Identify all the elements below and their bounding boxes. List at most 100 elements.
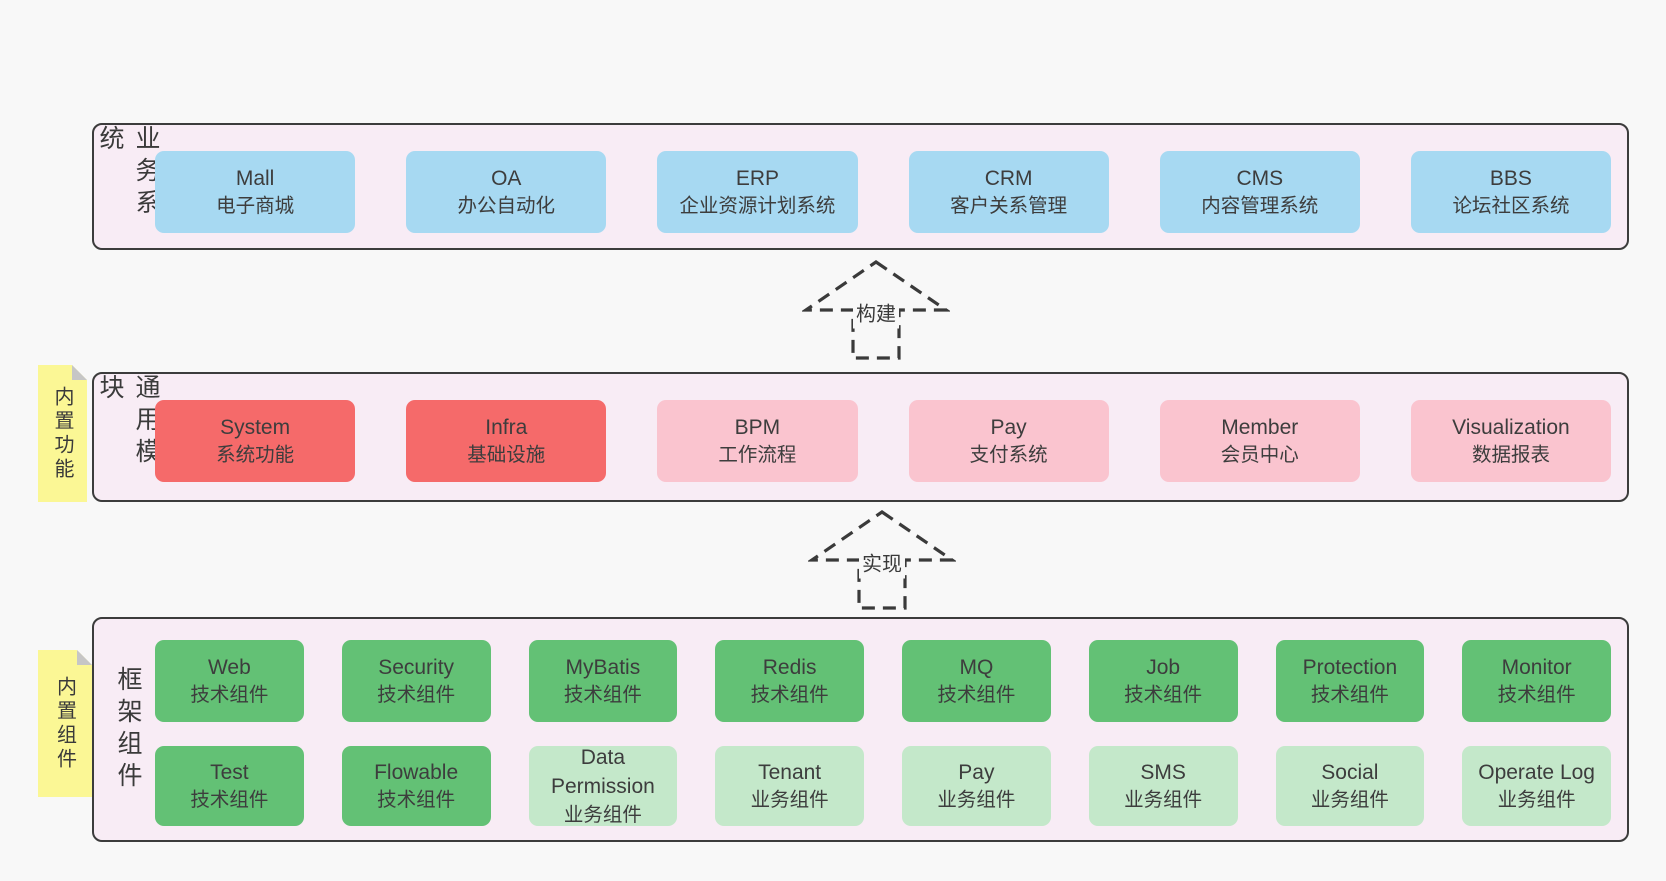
box-title: Social: [1321, 760, 1379, 784]
layer-label-business-systems: 业务系统: [96, 125, 160, 221]
box-protection: Protection 技术组件: [1275, 640, 1425, 722]
box-subtitle: 论坛社区系统: [1452, 195, 1570, 218]
box-subtitle: 系统功能: [216, 444, 295, 467]
box-subtitle: 电子商城: [216, 195, 295, 218]
box-subtitle: 会员中心: [1220, 444, 1299, 467]
layer-label-common-modules: 通用模块: [96, 374, 160, 470]
box-subtitle: 技术组件: [1497, 684, 1576, 707]
sticky-built-in-features: 内置功能: [38, 365, 87, 502]
arrow-build-label: 构建: [853, 295, 899, 329]
box-title: MQ: [959, 655, 994, 679]
box-cms: CMS 内容管理系统: [1159, 151, 1360, 233]
box-subtitle: 业务组件: [1310, 789, 1389, 812]
box-title: Monitor: [1501, 655, 1572, 679]
box-subtitle: 业务组件: [1497, 789, 1576, 812]
arrow-build: 构建: [802, 258, 950, 362]
box-title: Redis: [762, 655, 817, 679]
box-subtitle: 业务组件: [563, 803, 642, 826]
box-subtitle: 支付系统: [969, 444, 1048, 467]
box-subtitle: 技术组件: [1310, 684, 1389, 707]
box-pay: Pay 业务组件: [902, 746, 1051, 826]
box-job: Job 技术组件: [1088, 640, 1238, 722]
box-security: Security 技术组件: [341, 640, 491, 722]
box-title: Tenant: [758, 760, 822, 784]
sticky-fold-icon: [72, 365, 87, 380]
box-title: CRM: [984, 166, 1033, 190]
box-title: BPM: [734, 415, 781, 439]
sticky-built-in-features-label: 内置功能: [51, 385, 73, 482]
box-mybatis: MyBatis 技术组件: [528, 640, 678, 722]
arrow-implement-label: 实现: [859, 545, 905, 579]
box-subtitle: 企业资源计划系统: [679, 195, 836, 218]
box-subtitle: 技术组件: [563, 684, 642, 707]
sticky-fold-icon: [77, 650, 92, 665]
box-title: Infra: [485, 415, 528, 439]
box-subtitle: 技术组件: [377, 789, 456, 812]
sticky-built-in-components: 内置组件: [38, 650, 92, 797]
sticky-built-in-components-label: 内置组件: [53, 675, 76, 772]
box-subtitle: 办公自动化: [457, 195, 556, 218]
box-title: ERP: [735, 166, 780, 190]
layer-common-modules: 通用模块 System 系统功能 Infra 基础设施 BPM 工作流程 Pay 支付系统 Me…: [92, 372, 1629, 502]
box-monitor: Monitor 技术组件: [1462, 640, 1611, 722]
box-subtitle: 技术组件: [1124, 684, 1203, 707]
dashed-up-arrow-icon: [808, 510, 956, 610]
box-title: Member: [1221, 415, 1299, 439]
box-infra: Infra 基础设施: [406, 400, 607, 482]
box-subtitle: 技术组件: [190, 684, 269, 707]
box-subtitle: 工作流程: [718, 444, 797, 467]
box-subtitle: 内容管理系统: [1201, 195, 1319, 218]
box-data-permission: Data Permission 业务组件: [528, 745, 678, 826]
box-title: Data Permission: [550, 745, 655, 799]
box-title: CMS: [1236, 166, 1284, 190]
dashed-up-arrow-icon: [802, 260, 950, 360]
box-subtitle: 业务组件: [750, 789, 829, 812]
box-test: Test 技术组件: [155, 746, 304, 826]
box-title: Operate Log: [1478, 760, 1595, 784]
box-title: Flowable: [374, 760, 459, 784]
box-tenant: Tenant 业务组件: [715, 746, 864, 826]
box-pay: Pay 支付系统: [908, 400, 1109, 482]
box-title: Pay: [958, 760, 995, 784]
layer-label-framework-components: 框架组件: [114, 665, 142, 794]
box-subtitle: 技术组件: [190, 789, 269, 812]
box-crm: CRM 客户关系管理: [908, 151, 1109, 233]
box-title: Job: [1146, 655, 1181, 679]
box-operate-log: Operate Log 业务组件: [1462, 746, 1611, 826]
box-social: Social 业务组件: [1275, 746, 1425, 826]
box-title: Security: [378, 655, 455, 679]
box-redis: Redis 技术组件: [715, 640, 864, 722]
box-subtitle: 业务组件: [937, 789, 1016, 812]
box-web: Web 技术组件: [155, 640, 304, 722]
box-title: MyBatis: [565, 655, 641, 679]
box-title: Protection: [1302, 655, 1398, 679]
box-flowable: Flowable 技术组件: [341, 746, 491, 826]
box-subtitle: 技术组件: [377, 684, 456, 707]
box-title: System: [220, 415, 291, 439]
box-title: Test: [210, 760, 249, 784]
box-subtitle: 客户关系管理: [950, 195, 1068, 218]
box-member: Member 会员中心: [1159, 400, 1360, 482]
arrow-implement: 实现: [808, 508, 956, 612]
box-subtitle: 业务组件: [1124, 789, 1203, 812]
box-subtitle: 技术组件: [937, 684, 1016, 707]
box-title: Pay: [990, 415, 1027, 439]
box-title: Visualization: [1452, 415, 1570, 439]
box-visualization: Visualization 数据报表: [1410, 400, 1612, 482]
box-subtitle: 基础设施: [467, 444, 546, 467]
box-title: BBS: [1489, 166, 1532, 190]
box-title: Web: [207, 655, 251, 679]
box-erp: ERP 企业资源计划系统: [657, 151, 858, 233]
box-title: OA: [491, 166, 522, 190]
box-subtitle: 数据报表: [1471, 444, 1550, 467]
box-bpm: BPM 工作流程: [657, 400, 858, 482]
box-system: System 系统功能: [155, 400, 356, 482]
common-modules-boxes: System 系统功能 Infra 基础设施 BPM 工作流程 Pay 支付系统 Member 会…: [155, 400, 1612, 482]
box-subtitle: 技术组件: [750, 684, 829, 707]
